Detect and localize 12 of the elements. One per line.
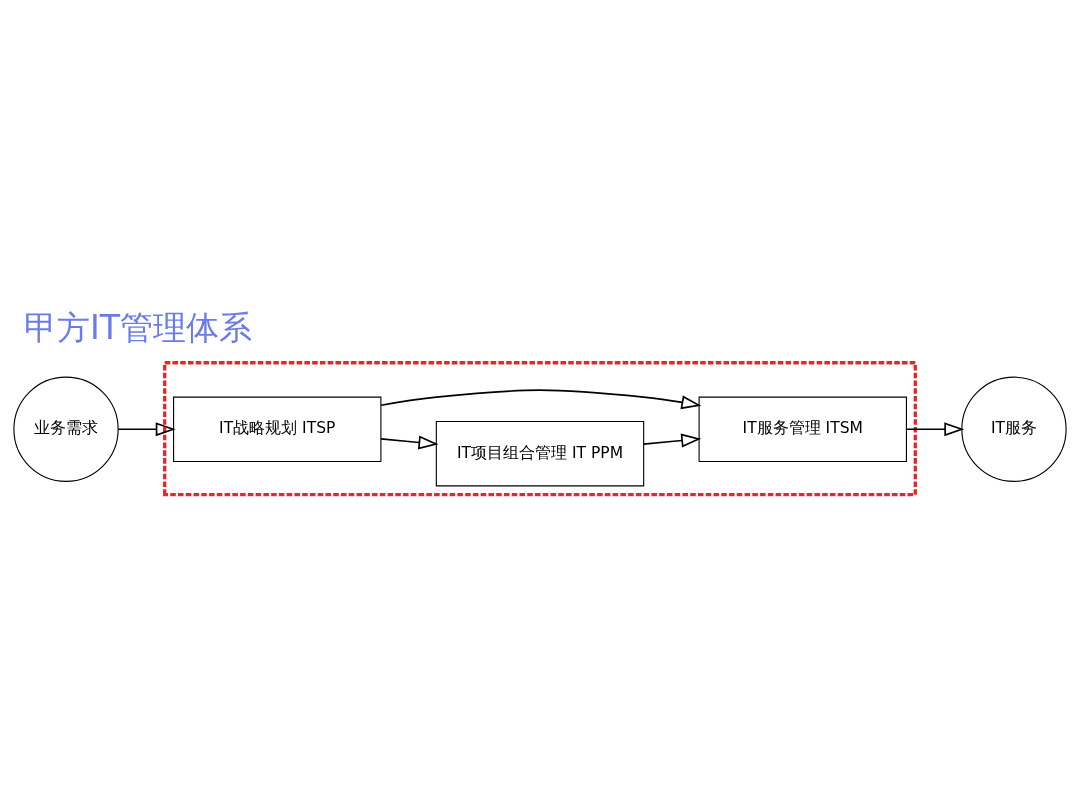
- arrow: [380, 434, 439, 449]
- arrow: [117, 421, 176, 436]
- arrow: [642, 433, 702, 447]
- cluster: [163, 360, 917, 496]
- node-circle: IT服务: [961, 376, 1067, 482]
- node-box: IT服务管理 ITSM: [698, 396, 907, 462]
- node-box: IT战略规划 ITSP: [173, 396, 382, 462]
- diagram-title: 甲方IT管理体系: [24, 307, 253, 347]
- arrow: [380, 388, 702, 409]
- node-circle: 业务需求: [13, 376, 119, 482]
- arrow: [905, 421, 965, 436]
- node-box: IT项目组合管理 IT PPM: [435, 420, 645, 486]
